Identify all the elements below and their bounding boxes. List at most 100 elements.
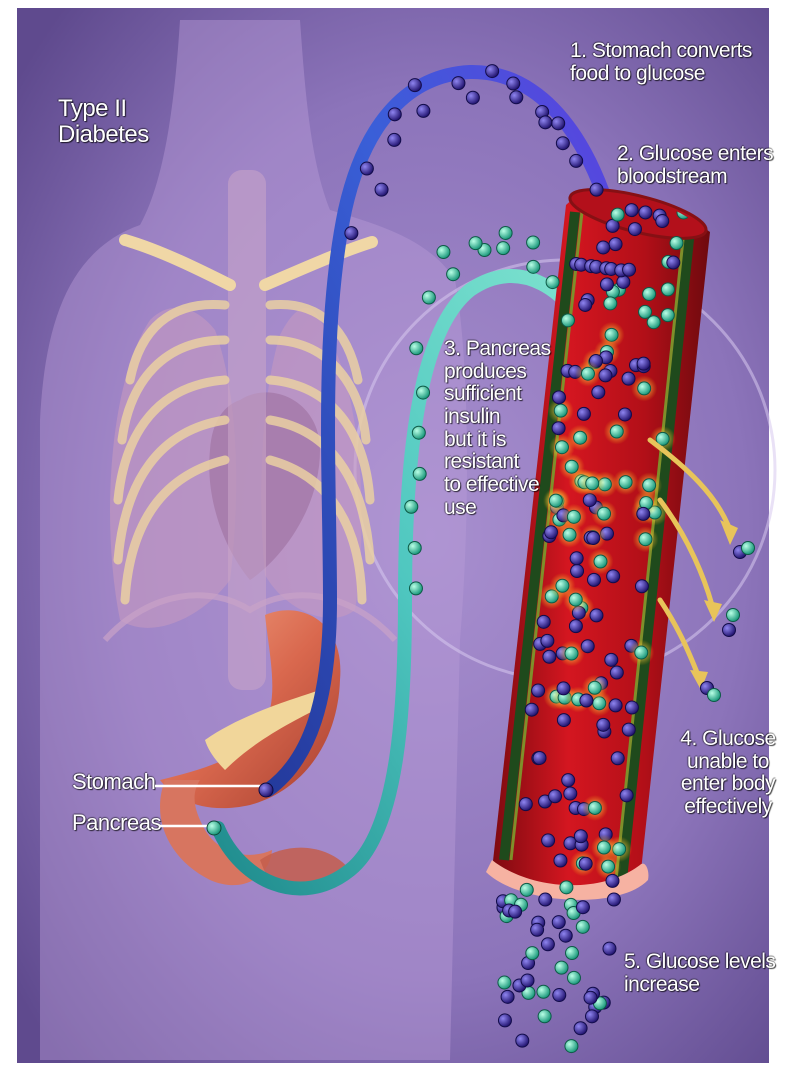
glucose-molecule	[570, 552, 583, 565]
glucose-molecule	[537, 615, 550, 628]
glucose-molecule	[611, 752, 624, 765]
glucose-molecule	[509, 905, 522, 918]
insulin-molecule	[565, 460, 578, 473]
insulin-molecule	[635, 646, 648, 659]
glucose-molecule	[620, 789, 633, 802]
insulin-molecule	[499, 226, 512, 239]
insulin-molecule	[526, 947, 539, 960]
glucose-molecule	[388, 133, 401, 146]
insulin-molecule	[549, 494, 562, 507]
glucose-molecule	[552, 117, 565, 130]
insulin-molecule	[569, 593, 582, 606]
spine	[228, 170, 266, 690]
glucose-molecule	[562, 774, 575, 787]
glucose-molecule	[590, 609, 603, 622]
glucose-molecule	[637, 507, 650, 520]
glucose-molecule	[599, 369, 612, 382]
glucose-molecule	[656, 215, 669, 228]
insulin-molecule	[447, 268, 460, 281]
insulin-molecule	[520, 883, 533, 896]
insulin-molecule	[581, 367, 594, 380]
glucose-molecule	[609, 699, 622, 712]
insulin-molecule	[576, 920, 589, 933]
glucose-molecule	[507, 77, 520, 90]
insulin-molecule	[405, 500, 418, 513]
glucose-molecule	[552, 916, 565, 929]
insulin-molecule	[565, 647, 578, 660]
glucose-molecule	[541, 938, 554, 951]
step-2-label: 2. Glucose enters bloodstream	[617, 143, 773, 188]
glucose-molecule	[603, 942, 616, 955]
glucose-molecule	[617, 275, 630, 288]
step-5-label: 5. Glucose levels increase	[624, 951, 775, 996]
insulin-molecule	[619, 476, 632, 489]
glucose-molecule	[539, 893, 552, 906]
glucose-molecule	[531, 923, 544, 936]
insulin-molecule	[410, 342, 423, 355]
glucose-molecule	[574, 830, 587, 843]
glucose-molecule	[579, 298, 592, 311]
insulin-molecule	[670, 237, 683, 250]
glucose-molecule	[545, 526, 558, 539]
insulin-molecule	[417, 386, 430, 399]
glucose-molecule	[539, 116, 552, 129]
glucose-molecule	[532, 684, 545, 697]
glucose-molecule	[570, 154, 583, 167]
glucose-molecule	[625, 701, 638, 714]
glucose-molecule	[498, 1014, 511, 1027]
glucose-molecule	[452, 77, 465, 90]
insulin-molecule	[527, 260, 540, 273]
glucose-molecule	[564, 787, 577, 800]
step-1-label: 1. Stomach converts food to glucose	[570, 40, 752, 85]
insulin-molecule	[498, 976, 511, 989]
glucose-molecule	[553, 989, 566, 1002]
glucose-molecule	[667, 256, 680, 269]
glucose-molecule	[628, 223, 641, 236]
glucose-molecule	[639, 206, 652, 219]
insulin-molecule	[565, 1040, 578, 1053]
glucose-molecule	[553, 391, 566, 404]
insulin-molecule	[527, 236, 540, 249]
glucose-molecule	[516, 1034, 529, 1047]
glucose-molecule	[597, 241, 610, 254]
insulin-molecule	[567, 971, 580, 984]
insulin-molecule	[598, 507, 611, 520]
glucose-molecule	[622, 723, 635, 736]
glucose-molecule	[618, 408, 631, 421]
glucose-molecule	[607, 570, 620, 583]
glucose-molecule	[610, 666, 623, 679]
insulin-molecule	[567, 510, 580, 523]
glucose-molecule	[525, 703, 538, 716]
insulin-molecule	[497, 242, 510, 255]
insulin-molecule	[597, 841, 610, 854]
insulin-molecule	[661, 283, 674, 296]
insulin-molecule	[661, 309, 674, 322]
insulin-molecule	[566, 947, 579, 960]
glucose-molecule	[360, 162, 373, 175]
glucose-molecule	[559, 929, 572, 942]
glucose-molecule	[605, 653, 618, 666]
insulin-molecule	[602, 860, 615, 873]
insulin-molecule	[469, 237, 482, 250]
glucose-molecule	[569, 620, 582, 633]
insulin-molecule	[554, 404, 567, 417]
glucose-molecule	[577, 407, 590, 420]
glucose-molecule	[585, 1010, 598, 1023]
insulin-molecule	[611, 208, 624, 221]
glucose-molecule	[345, 227, 358, 240]
glucose-molecule	[597, 718, 610, 731]
glucose-molecule	[375, 183, 388, 196]
insulin-molecule	[563, 528, 576, 541]
glucose-molecule	[576, 901, 589, 914]
insulin-molecule	[409, 582, 422, 595]
insulin-molecule	[708, 689, 721, 702]
insulin-molecule	[422, 291, 435, 304]
insulin-molecule	[594, 555, 607, 568]
glucose-molecule	[533, 751, 546, 764]
insulin-molecule	[742, 542, 755, 555]
glucose-molecule	[571, 565, 584, 578]
glucose-molecule	[579, 857, 592, 870]
glucose-molecule	[486, 65, 499, 78]
glucose-molecule	[587, 531, 600, 544]
